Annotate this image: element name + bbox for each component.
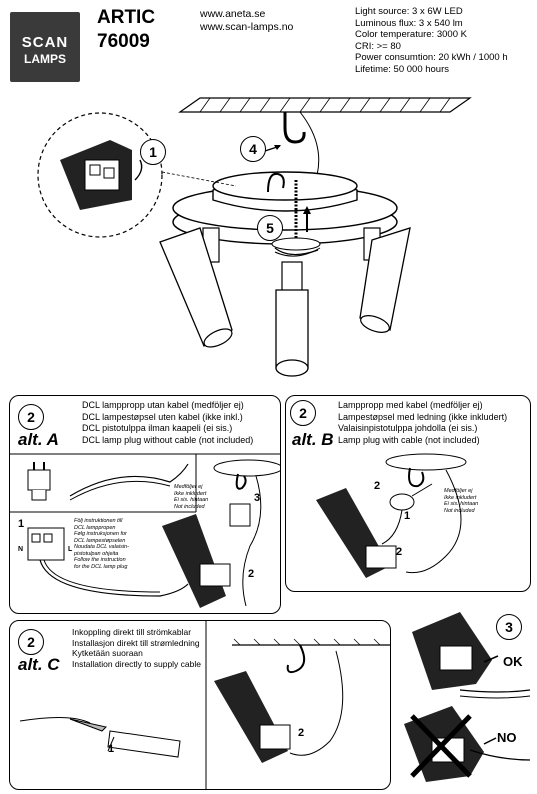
label-2: 2 xyxy=(396,546,403,558)
spec-item: Luminous flux: 3 x 540 lm xyxy=(355,17,463,29)
note-line: Ikke inkludert xyxy=(174,490,207,497)
no-label: NO xyxy=(497,730,517,745)
step-2-badge: 2 xyxy=(290,400,316,426)
alt-b-label: alt. B xyxy=(292,430,334,449)
product-number: 76009 xyxy=(97,31,150,52)
alt-a-description: DCL lamppropp utan kabel (medföljer ej) … xyxy=(82,400,253,446)
label-1: 1 xyxy=(404,510,411,522)
alt-b-illustration xyxy=(316,453,467,578)
spotlight-tube xyxy=(275,289,309,369)
website-list: www.aneta.se www.scan-lamps.no xyxy=(200,8,293,34)
spec-item: Light source: 3 x 6W LED xyxy=(355,6,463,17)
brand-line2: LAMPS xyxy=(24,52,66,66)
label-3: 3 xyxy=(254,492,261,504)
label-2: 2 xyxy=(374,480,381,492)
description-line: Installasjon direkt till strømledning xyxy=(72,637,200,648)
ceiling-hook xyxy=(283,112,306,144)
note-line: Ei sis. hintaan xyxy=(444,501,479,507)
spotlight-tube xyxy=(159,227,233,347)
alt-a-label: alt. A xyxy=(18,430,59,449)
instruction-line: Noudata DCL valaisin- xyxy=(74,544,129,550)
label-2: 2 xyxy=(298,727,305,739)
instruction-line: DCL lampestøpselen xyxy=(74,537,126,544)
spotlight-tube xyxy=(359,227,411,331)
step-3-badge: 3 xyxy=(496,614,522,640)
spec-item: Power consumtion: 20 kWh / 1000 h xyxy=(355,52,508,63)
panel-alt-b: 2 alt. B Lamppropp med kabel (medföljer … xyxy=(285,395,531,592)
label-l: L xyxy=(68,546,73,553)
instruction-line: DCL lamppropen xyxy=(74,524,116,531)
not-included-note: Medföljer ej Ikke inkludert Ei sis. hint… xyxy=(174,484,208,510)
instruction-line: Följ instruktionen till xyxy=(74,518,123,524)
label-1: 1 xyxy=(108,743,115,755)
brand-line1: SCAN xyxy=(21,34,69,51)
label-2: 2 xyxy=(248,568,255,580)
description-line: Inkoppling direkt till strömkablar xyxy=(72,627,192,637)
product-name: ARTIC xyxy=(97,7,156,28)
website-link[interactable]: www.scan-lamps.no xyxy=(200,21,294,33)
website-link[interactable]: www.aneta.se xyxy=(200,8,266,20)
step-2-badge: 2 xyxy=(18,404,44,430)
note-line: Medföljer ej xyxy=(444,488,473,494)
instruction-line: pistotulpan ohjeita xyxy=(74,550,119,557)
description-line: Lamp plug with cable (not included) xyxy=(338,434,480,445)
step-2-badge: 2 xyxy=(18,629,44,655)
instruction-line: Følg instruksjonen for xyxy=(74,531,127,537)
description-line: Valaisinpistotulppa johdolla (ei sis.) xyxy=(338,423,478,433)
instruction-line: for the DCL lamp plug xyxy=(74,563,128,570)
step-1-badge: 1 xyxy=(140,139,166,165)
note-line: Ei sis. hintaan xyxy=(174,497,209,503)
panel-alt-c: 2 alt. C Inkoppling direkt till strömkab… xyxy=(9,620,391,790)
note-line: Not included xyxy=(444,507,475,514)
dcl-instruction-text: Följ instruktionen till DCL lamppropen F… xyxy=(74,518,129,570)
description-line: Lamppropp med kabel (medföljer ej) xyxy=(338,400,483,410)
description-line: Lampestøpsel med ledning (ikke inkludert… xyxy=(338,411,508,422)
not-included-note: Medföljer ej Ikke inkludert Ei sis. hint… xyxy=(444,488,478,514)
description-line: Installation directly to supply cable xyxy=(72,658,201,669)
ceiling-hatch xyxy=(199,97,451,113)
description-line: DCL lampestøpsel uten kabel (ikke inkl.) xyxy=(82,411,243,422)
main-lamp-illustration xyxy=(37,97,472,377)
brand-logo: SCAN LAMPS xyxy=(10,12,80,82)
alt-a-illustration xyxy=(10,453,280,608)
alt-c-label: alt. C xyxy=(18,655,60,674)
alt-c-description: Inkoppling direkt till strömkablar Insta… xyxy=(72,627,201,669)
label-1: 1 xyxy=(18,518,25,530)
spec-item: Lifetime: 50 000 hours xyxy=(355,63,450,75)
description-line: Kytketään suoraan xyxy=(72,648,143,658)
description-line: DCL lamppropp utan kabel (medföljer ej) xyxy=(82,400,244,410)
spec-item: Color temperature: 3000 K xyxy=(355,29,467,40)
alt-b-description: Lamppropp med kabel (medföljer ej) Lampe… xyxy=(338,400,507,446)
step-4-badge: 4 xyxy=(240,136,266,162)
panel-alt-a: 2 alt. A DCL lamppropp utan kabel (medfö… xyxy=(9,395,281,614)
note-line: Medföljer ej xyxy=(174,484,203,490)
spec-list: Light source: 3 x 6W LED Luminous flux: … xyxy=(355,6,508,75)
spec-item: CRI: >= 80 xyxy=(355,40,401,52)
step-5-badge: 5 xyxy=(257,215,283,241)
alt-c-illustration xyxy=(19,621,390,789)
description-line: DCL pistotulppa ilman kaapeli (ei sis.) xyxy=(82,423,233,433)
label-n: N xyxy=(18,546,24,553)
note-line: Not included xyxy=(174,503,205,510)
instruction-line: Follow the instruction xyxy=(74,557,126,563)
product-title: ARTIC 76009 xyxy=(97,6,155,54)
description-line: DCL lamp plug without cable (not include… xyxy=(82,434,254,445)
note-line: Ikke inkludert xyxy=(444,494,477,501)
ok-label: OK xyxy=(503,654,523,669)
canopy-cup xyxy=(212,171,358,201)
